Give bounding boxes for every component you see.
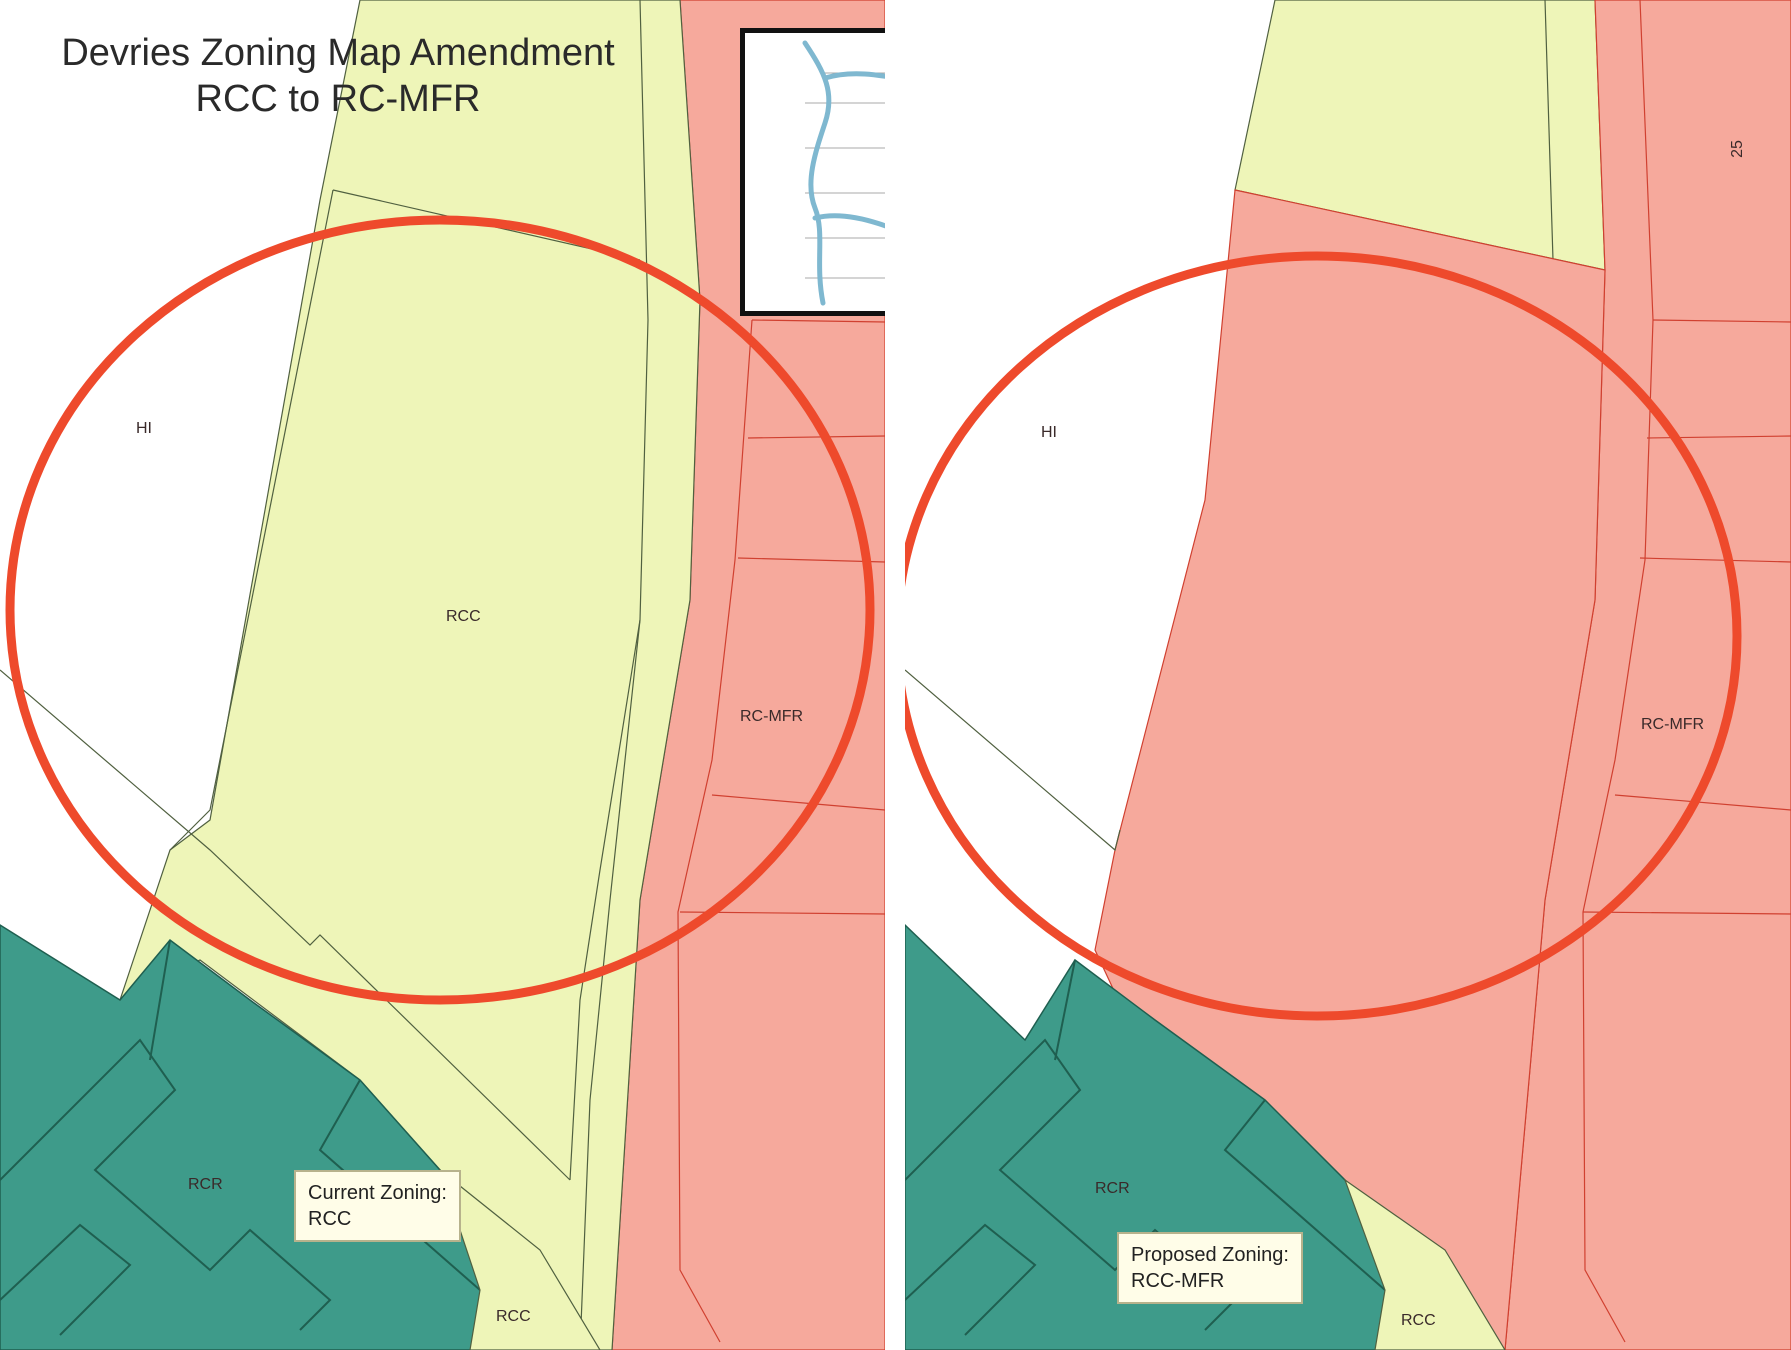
current-zoning-note: Current Zoning: RCC [294, 1170, 461, 1242]
label-rc-mfr: RC-MFR [740, 708, 804, 725]
locator-inset-map [740, 28, 885, 316]
current-zoning-note-line1: Current Zoning: [308, 1182, 447, 1204]
map-title: Devries Zoning Map Amendment RCC to RC-M… [18, 30, 658, 122]
map-title-line2: RCC to RC-MFR [195, 78, 481, 120]
label-rcr: RCR [188, 1176, 223, 1193]
label-rcc-bottom-proposed: RCC [1401, 1312, 1436, 1329]
proposed-zoning-note-line2: RCC-MFR [1131, 1270, 1225, 1292]
current-zoning-map: Devries Zoning Map Amendment RCC to RC-M… [0, 0, 885, 1350]
rcc-bottom-parcel [438, 1168, 601, 1350]
inset-river [802, 40, 885, 306]
proposed-zoning-map: HI RC-MFR RCR RCC 25 Proposed Zoning: RC… [905, 0, 1791, 1350]
label-rcr-proposed: RCR [1095, 1180, 1130, 1197]
rc-mfr-parcel-lines-proposed [1582, 0, 1791, 1343]
highlight-circle [5, 215, 875, 1005]
rcr-parcel-lines [0, 939, 481, 1336]
current-zoning-note-line2: RCC [308, 1208, 352, 1230]
label-hi: HI [136, 420, 152, 437]
map-title-line1: Devries Zoning Map Amendment [61, 32, 615, 74]
label-road-number: 25 [1728, 140, 1746, 158]
current-zoning-map-graphic [0, 0, 885, 1350]
label-rcc-bottom: RCC [496, 1308, 531, 1325]
panel-divider [885, 0, 905, 1350]
proposed-zoning-map-graphic [905, 0, 1791, 1350]
proposed-zoning-note: Proposed Zoning: RCC-MFR [1117, 1232, 1303, 1304]
label-rcc: RCC [446, 608, 481, 625]
rcc-parcel-line-proposed [1544, 0, 1554, 261]
locator-inset-graphic [802, 40, 885, 306]
inset-road-grid [805, 72, 885, 279]
rcr-zone [0, 924, 511, 1350]
highlight-circle-proposed [905, 251, 1742, 1021]
hi-boundary-line [905, 669, 1121, 852]
rcc-bottom-parcel-proposed [1343, 1178, 1506, 1350]
label-rc-mfr-proposed: RC-MFR [1641, 716, 1705, 733]
label-hi-proposed: HI [1041, 424, 1057, 441]
proposed-zoning-note-line1: Proposed Zoning: [1131, 1244, 1289, 1266]
